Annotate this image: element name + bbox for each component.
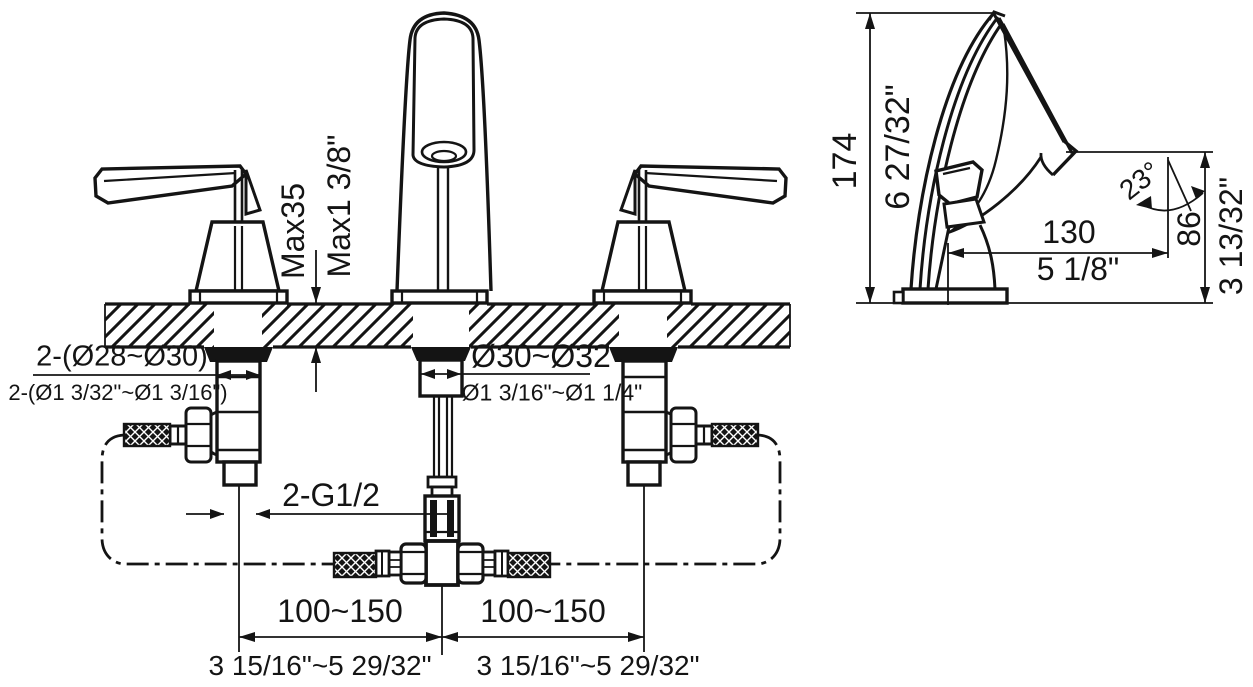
overall-height-in-label: 6 27/32" [879, 84, 917, 210]
left-valve-body [122, 359, 262, 652]
dimension-spout-hole [421, 369, 590, 379]
inlet-thread-label: 2-G1/2 [282, 477, 380, 513]
dimension-inlet-thread [186, 509, 453, 519]
spout-reach-mm-label: 130 [1042, 214, 1096, 250]
spout-reach-in-label: 5 1/8" [1036, 251, 1120, 287]
dimension-hole-spacing [239, 632, 644, 642]
spacing-left-mm-label: 100~150 [277, 593, 403, 629]
outlet-height-mm-label: 86 [1171, 211, 1207, 247]
handle-holes-mm-label: 2-(Ø28~Ø30) [36, 340, 208, 373]
braided-hose-right [710, 422, 760, 448]
supply-routing-left [100, 433, 334, 566]
dimension-handle-holes [33, 370, 260, 380]
dimension-overall-height [856, 12, 1213, 304]
dimension-spout-reach [947, 157, 1169, 305]
right-handle-front [592, 164, 788, 305]
mounting-nuts [204, 347, 678, 362]
spout-shank-and-tee [332, 358, 552, 655]
deck-max-mm-label: Max35 [275, 182, 311, 280]
spacing-right-in-label: 3 15/16"~5 29/32" [476, 650, 700, 681]
braided-hose-left [122, 422, 172, 448]
spout-front [390, 11, 493, 305]
right-valve-body [621, 359, 760, 652]
handle-holes-in-label: 2-(Ø1 3/32"~Ø1 3/16") [8, 380, 228, 405]
dimension-outlet-height [1066, 151, 1213, 303]
spout-hole-mm-label: Ø30~Ø32 [471, 338, 611, 374]
braided-hose-tee-right [506, 551, 552, 579]
spacing-right-mm-label: 100~150 [480, 593, 606, 629]
spout-hole-in-label: Ø1 3/16"~Ø1 1/4" [461, 379, 643, 406]
countertop-front [104, 302, 791, 349]
supply-routing-right [550, 433, 782, 566]
outlet-height-in-label: 3 13/32" [1213, 176, 1249, 296]
dimension-spout-angle [1136, 159, 1205, 212]
dimension-deck-thickness [311, 250, 321, 392]
left-handle-front [93, 164, 289, 305]
front-view [33, 11, 791, 655]
side-view [856, 10, 1213, 305]
spacing-left-in-label: 3 15/16"~5 29/32" [208, 650, 432, 681]
deck-max-in-label: Max1 3/8" [321, 134, 357, 278]
tee-body [424, 539, 460, 587]
braided-hose-tee-left [332, 551, 378, 579]
overall-height-mm-label: 174 [826, 132, 864, 190]
side-faucet-body [892, 10, 1079, 305]
supply-routing [100, 433, 782, 566]
